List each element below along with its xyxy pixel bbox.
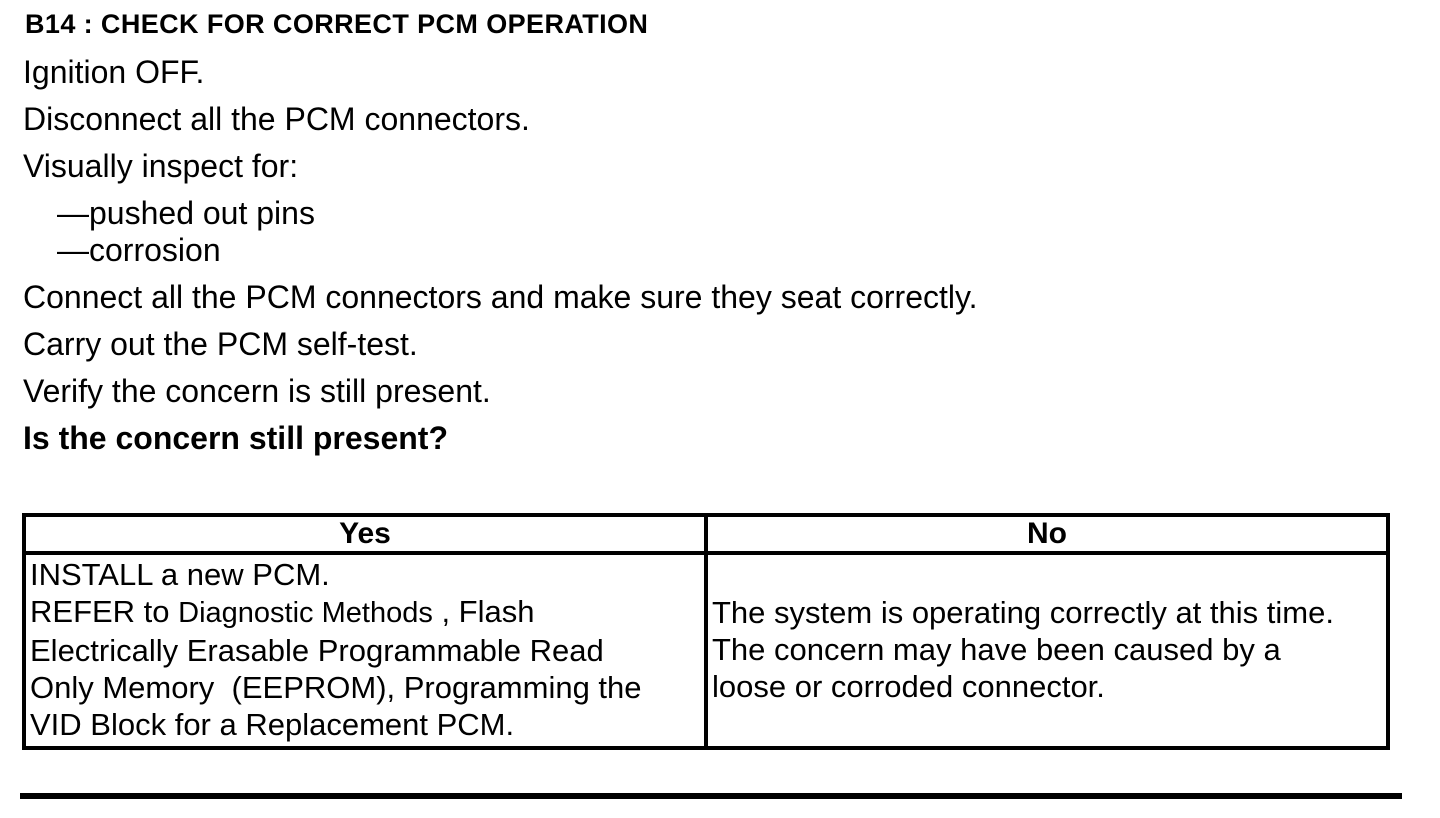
- no-cell-line-concern-cause: The concern may have been caused by a: [712, 632, 1281, 667]
- step-pcm-self-test: Carry out the PCM self-test.: [23, 326, 418, 362]
- decision-no-cell: The system is operating correctly at thi…: [704, 551, 1390, 750]
- step-verify-concern: Verify the concern is still present.: [23, 373, 491, 409]
- yes-cell-line-install: INSTALL a new PCM.: [30, 557, 330, 592]
- page-divider-rule: [20, 793, 1402, 799]
- step-ignition-off: Ignition OFF.: [23, 54, 205, 90]
- yes-cell-line-vid-block: VID Block for a Replacement PCM.: [30, 707, 515, 742]
- inspect-item-pushed-out-pins: —pushed out pins: [57, 195, 315, 231]
- inspect-item-corrosion: —corrosion: [57, 232, 221, 268]
- decision-yes-cell: INSTALL a new PCM. REFER to Diagnostic M…: [22, 551, 708, 750]
- decision-table-body-row: INSTALL a new PCM. REFER to Diagnostic M…: [22, 551, 1390, 750]
- yes-no-decision-table: Yes No INSTALL a new PCM. REFER to Diagn…: [22, 513, 1390, 750]
- step-visually-inspect: Visually inspect for:: [23, 148, 299, 184]
- procedure-steps: Ignition OFF. Disconnect all the PCM con…: [23, 54, 978, 467]
- refer-section-name: Diagnostic Methods: [178, 597, 433, 629]
- yes-cell-line-refer: REFER to Diagnostic Methods , Flash: [30, 593, 701, 632]
- step-connect-connectors: Connect all the PCM connectors and make …: [23, 279, 978, 315]
- no-cell-line-loose-connector: loose or corroded connector.: [712, 669, 1105, 704]
- question-concern-still-present: Is the concern still present?: [23, 420, 448, 456]
- refer-prefix-text: REFER to: [30, 594, 179, 629]
- decision-header-no: No: [704, 513, 1390, 555]
- no-cell-line-system-ok: The system is operating correctly at thi…: [712, 595, 1334, 630]
- yes-cell-line-eeprom-2: Only Memory (EEPROM), Programming the: [30, 670, 642, 705]
- decision-header-yes: Yes: [22, 513, 708, 555]
- decision-table-header-row: Yes No: [22, 513, 1390, 555]
- refer-suffix-text: , Flash: [432, 594, 535, 629]
- step-disconnect-connectors: Disconnect all the PCM connectors.: [23, 101, 530, 137]
- test-step-heading: B14 : CHECK FOR CORRECT PCM OPERATION: [25, 9, 649, 39]
- yes-cell-line-eeprom-1: Electrically Erasable Programmable Read: [30, 633, 604, 668]
